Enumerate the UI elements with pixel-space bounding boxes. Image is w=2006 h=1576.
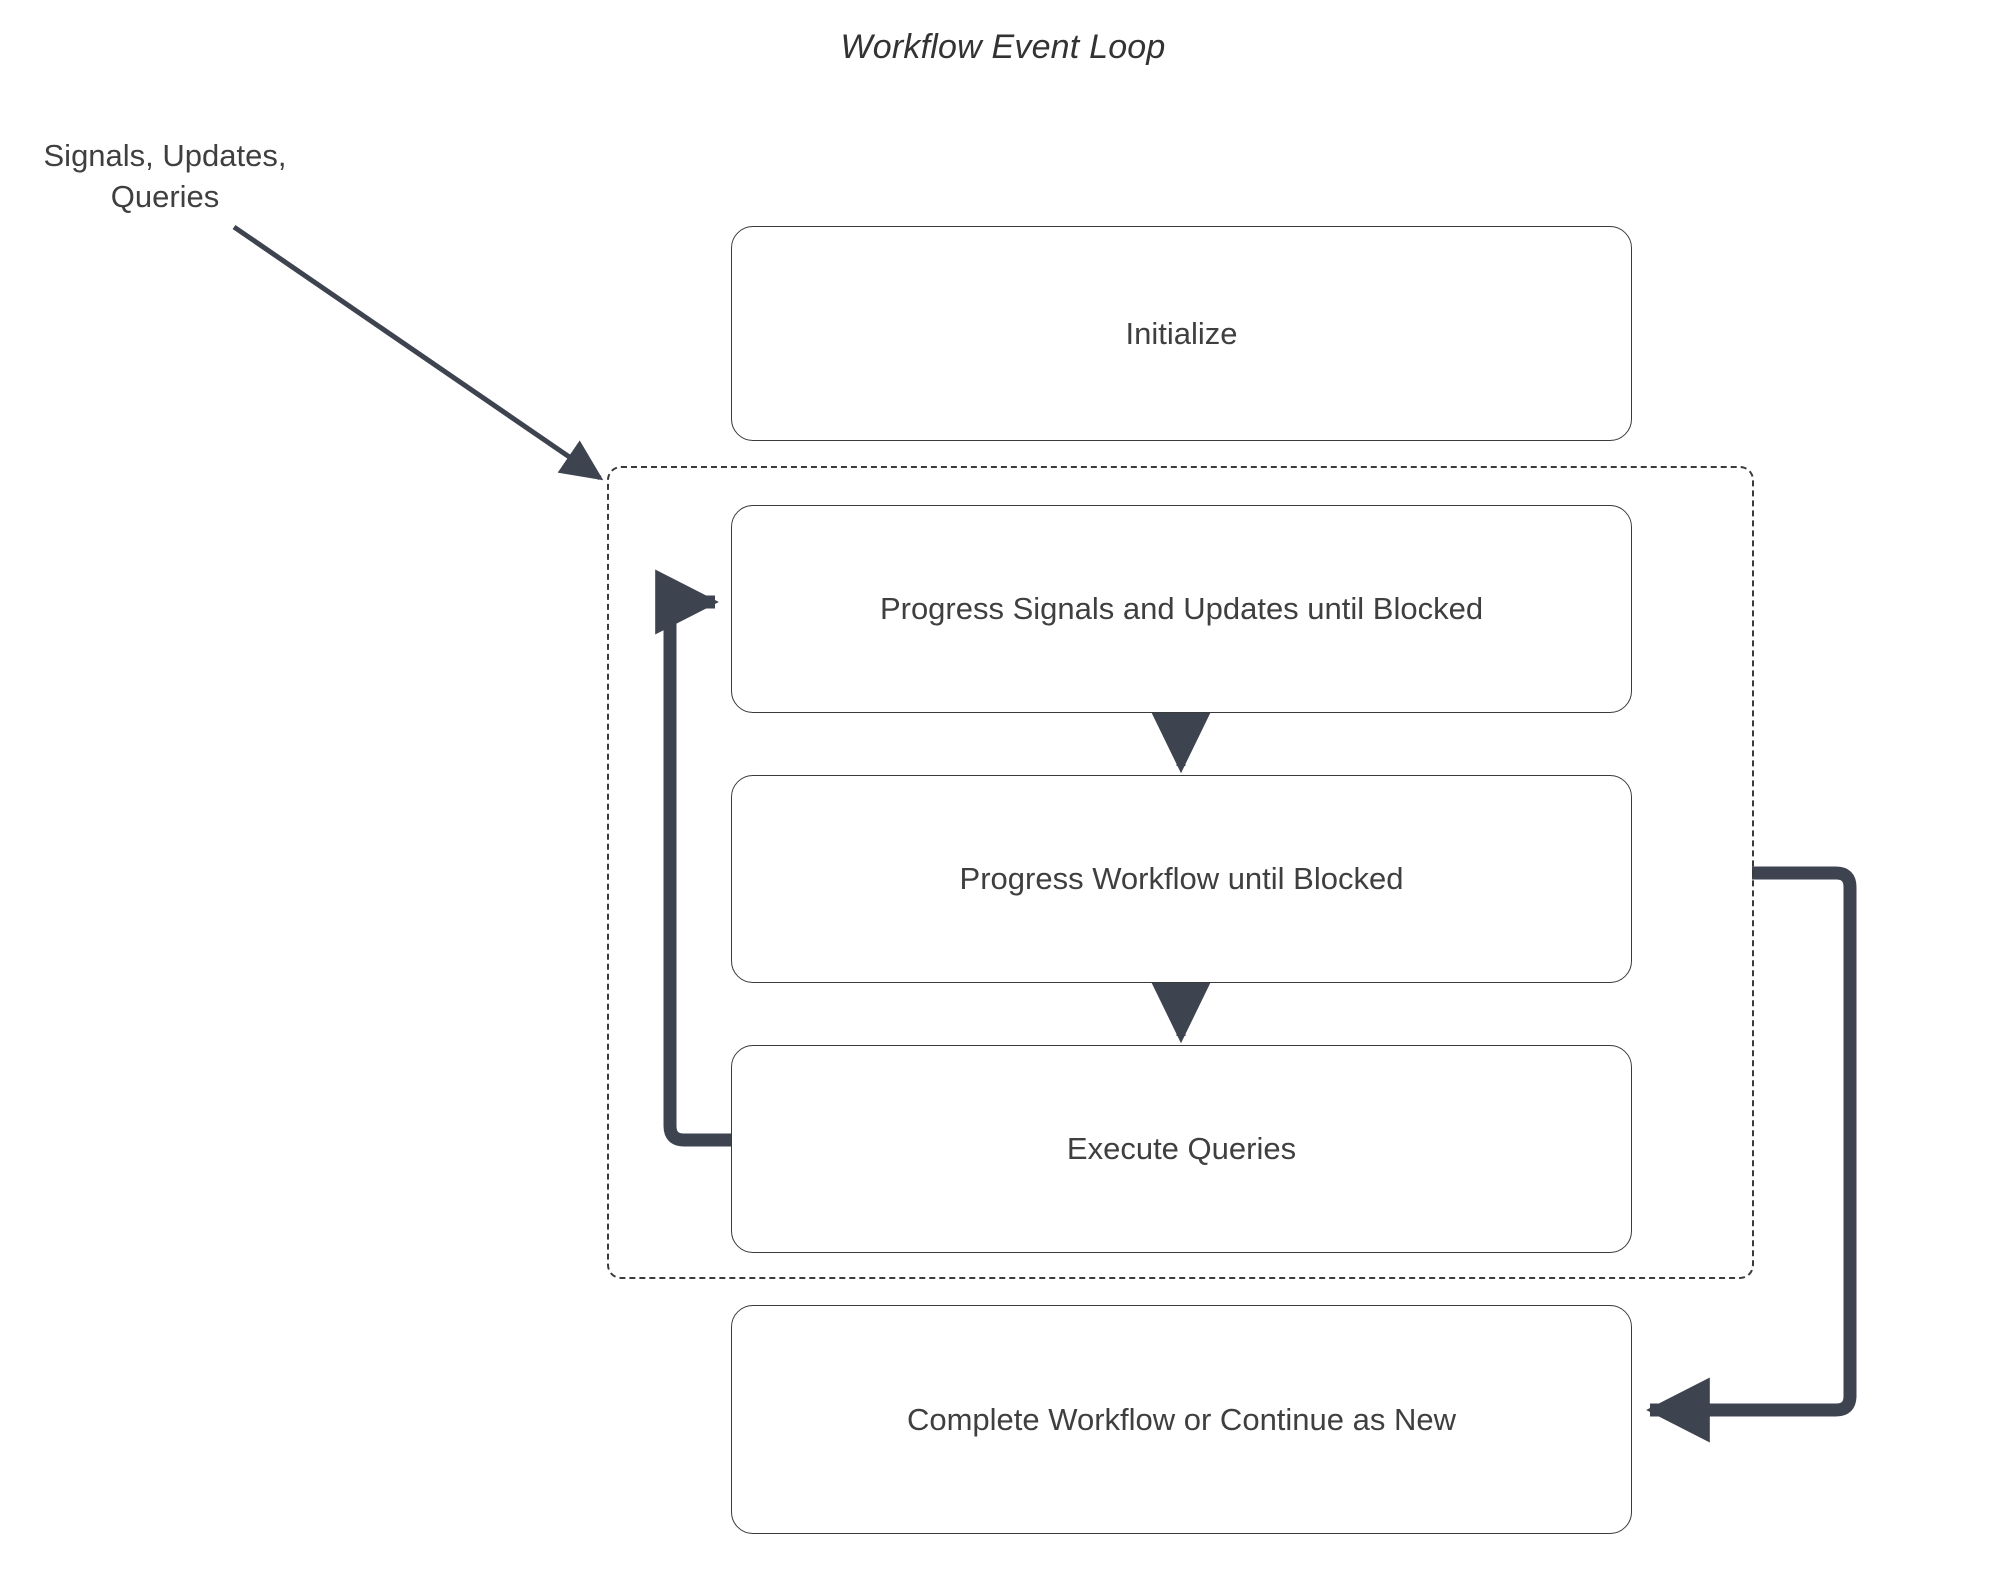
node-initialize-label: Initialize (1125, 315, 1238, 351)
external-input-label-line1: Signals, Updates, (43, 138, 287, 173)
external-input-label-line2: Queries (110, 179, 220, 215)
node-initialize[interactable]: Initialize (731, 226, 1632, 441)
node-execute-queries[interactable]: Execute Queries (731, 1045, 1632, 1253)
edge-signals-into-loop (232, 224, 604, 481)
node-progress-workflow[interactable]: Progress Workflow until Blocked (731, 775, 1632, 983)
external-input-label: Signals, Updates, Queries (20, 135, 310, 217)
node-execute-queries-label: Execute Queries (1066, 1131, 1297, 1166)
node-complete-workflow[interactable]: Complete Workflow or Continue as New (731, 1305, 1632, 1534)
edge-loop-to-complete (1646, 866, 1857, 1443)
node-progress-workflow-label: Progress Workflow until Blocked (959, 861, 1404, 896)
node-progress-signals-updates-label: Progress Signals and Updates until Block… (879, 591, 1484, 626)
node-complete-workflow-label: Complete Workflow or Continue as New (906, 1401, 1457, 1437)
edge-execute-q-back-to-progress-su (655, 569, 731, 1147)
node-progress-signals-updates[interactable]: Progress Signals and Updates until Block… (731, 505, 1632, 713)
page-title: Workflow Event Loop (840, 28, 1166, 66)
